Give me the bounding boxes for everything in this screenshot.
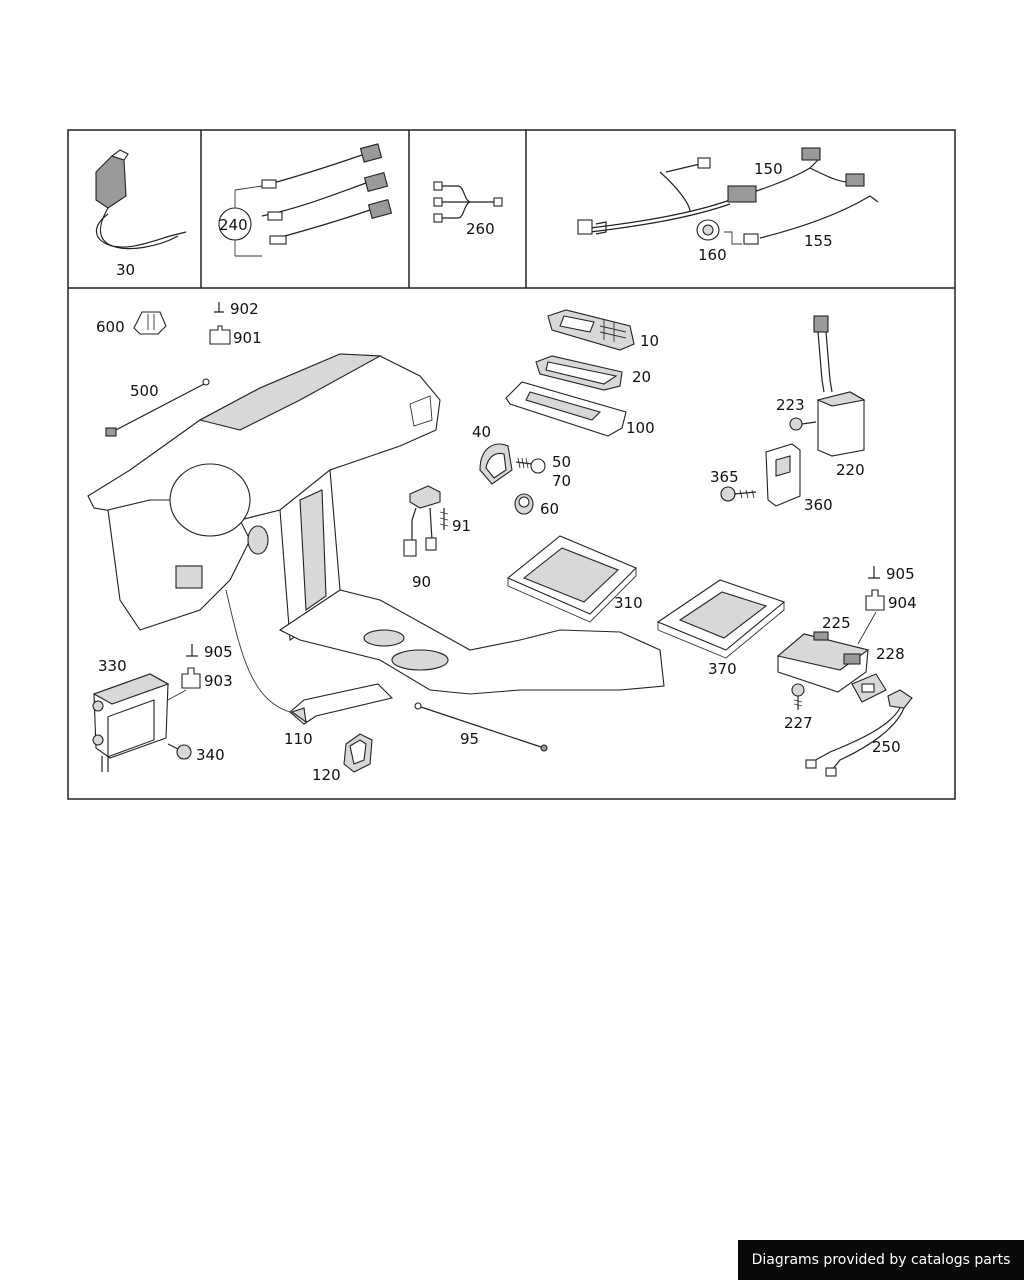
footer-credit: Diagrams provided by catalogs parts — [738, 1240, 1024, 1280]
label-340: 340 — [196, 746, 225, 764]
label-60: 60 — [540, 500, 559, 518]
part-220-module: 220 — [813, 315, 866, 479]
part-260-harness: 260 — [433, 181, 503, 238]
label-240: 240 — [219, 216, 248, 234]
label-50: 50 — [552, 453, 571, 471]
label-500: 500 — [130, 382, 159, 400]
label-310: 310 — [614, 594, 643, 612]
label-91: 91 — [452, 517, 471, 535]
label-10: 10 — [640, 332, 659, 350]
part-340-screw: 340 — [167, 743, 225, 764]
part-90-holder: 91 90 — [403, 485, 471, 591]
label-901: 901 — [233, 329, 262, 347]
part-100-tray: 100 — [505, 381, 655, 437]
part-30-charger: 30 — [95, 149, 187, 279]
part-223-screw: 223 — [776, 396, 817, 431]
part-365-screw: 365 — [710, 468, 757, 502]
part-50-70-screw: 50 70 — [515, 453, 571, 490]
label-95: 95 — [460, 730, 479, 748]
part-60-knob: 60 — [514, 493, 559, 518]
part-330-module: 330 — [92, 657, 170, 772]
part-905-904-symbols: 905 904 — [857, 565, 917, 645]
label-30: 30 — [116, 261, 135, 279]
label-20: 20 — [632, 368, 651, 386]
part-500-cable: 500 — [105, 378, 210, 437]
part-155-cable: 155 — [743, 195, 879, 250]
part-20-cradle: 20 — [535, 355, 651, 391]
label-160: 160 — [698, 246, 727, 264]
label-227: 227 — [784, 714, 813, 732]
part-225-module: 225 — [776, 614, 870, 693]
part-228-bracket: 228 — [851, 645, 905, 703]
label-223: 223 — [776, 396, 805, 414]
label-150: 150 — [754, 160, 783, 178]
part-227-screw: 227 — [784, 683, 813, 732]
label-904: 904 — [888, 594, 917, 612]
label-330: 330 — [98, 657, 127, 675]
part-600-clip: 600 — [96, 311, 167, 336]
label-905-right: 905 — [886, 565, 915, 583]
part-905-903-symbols: 905 903 — [167, 643, 233, 701]
label-600: 600 — [96, 318, 125, 336]
label-250: 250 — [872, 738, 901, 756]
label-902: 902 — [230, 300, 259, 318]
part-10-phone: 10 — [547, 309, 659, 351]
label-365: 365 — [710, 468, 739, 486]
label-905-left: 905 — [204, 643, 233, 661]
label-155: 155 — [804, 232, 833, 250]
label-40: 40 — [472, 423, 491, 441]
part-110-trim: 110 — [284, 683, 394, 748]
label-70: 70 — [552, 472, 571, 490]
part-310-box: 310 — [506, 535, 643, 623]
part-250-cable: 250 — [805, 689, 913, 777]
part-160-grommet: 160 — [696, 219, 742, 264]
label-120: 120 — [312, 766, 341, 784]
label-360: 360 — [804, 496, 833, 514]
part-370-tray: 370 — [656, 579, 786, 678]
part-150-harness: 150 — [577, 147, 865, 235]
part-902-901-symbols: 902 901 — [209, 300, 262, 347]
label-370: 370 — [708, 660, 737, 678]
part-240-cables: 240 — [218, 143, 393, 257]
part-120-clip: 120 — [312, 733, 373, 784]
label-100: 100 — [626, 419, 655, 437]
diagram-frame — [67, 129, 956, 800]
part-40-cover: 40 — [472, 423, 513, 485]
part-95-cable: 95 — [414, 702, 548, 752]
label-225: 225 — [822, 614, 851, 632]
label-110: 110 — [284, 730, 313, 748]
label-228: 228 — [876, 645, 905, 663]
label-90: 90 — [412, 573, 431, 591]
dashboard-assembly — [87, 353, 665, 713]
label-260: 260 — [466, 220, 495, 238]
label-903: 903 — [204, 672, 233, 690]
part-360-unit: 360 — [765, 443, 833, 514]
label-220: 220 — [836, 461, 865, 479]
